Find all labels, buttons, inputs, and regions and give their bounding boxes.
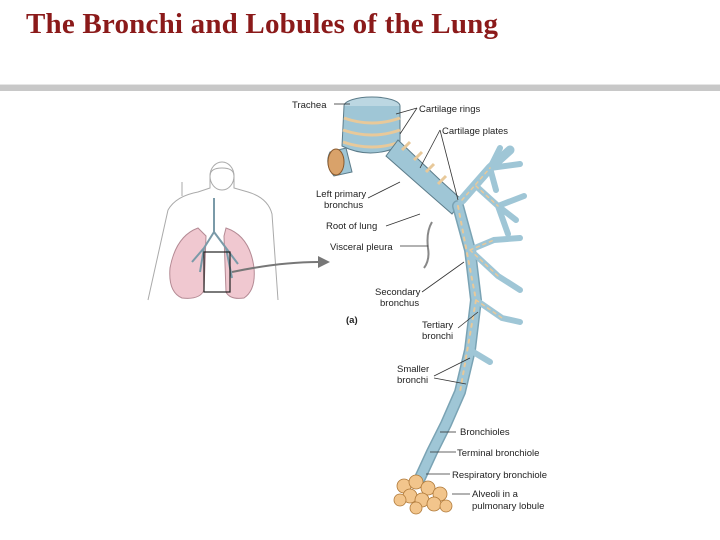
bronchial-tree bbox=[414, 145, 527, 484]
visceral-pleura bbox=[423, 221, 433, 269]
label-trachea: Trachea bbox=[292, 100, 327, 111]
zoom-arrow bbox=[231, 261, 319, 273]
label-cartilage-plates: Cartilage plates bbox=[442, 126, 508, 137]
trachea-illustration bbox=[341, 96, 401, 154]
label-tertiary-bronchi-1: Tertiary bbox=[422, 320, 453, 331]
label-smaller-bronchi-1: Smaller bbox=[397, 364, 429, 375]
torso-thumbnail bbox=[147, 161, 279, 301]
label-left-primary-bronchus-2: bronchus bbox=[324, 200, 363, 211]
primary-bronchus-illustration bbox=[327, 139, 463, 215]
label-respiratory-bronchiole: Respiratory bronchiole bbox=[452, 470, 547, 481]
title-divider bbox=[0, 84, 720, 91]
panel-letter: (a) bbox=[346, 315, 358, 326]
label-secondary-bronchus-1: Secondary bbox=[375, 287, 421, 298]
label-alveoli-1: Alveoli in a bbox=[472, 489, 519, 500]
label-secondary-bronchus-2: bronchus bbox=[380, 298, 419, 309]
label-tertiary-bronchi-2: bronchi bbox=[422, 331, 453, 342]
label-left-primary-bronchus-1: Left primary bbox=[316, 189, 366, 200]
right-lung-outline bbox=[169, 227, 207, 299]
label-bronchioles: Bronchioles bbox=[460, 427, 510, 438]
label-root-of-lung: Root of lung bbox=[326, 221, 377, 232]
slide-title: The Bronchi and Lobules of the Lung bbox=[26, 8, 499, 40]
label-terminal-bronchiole: Terminal bronchiole bbox=[457, 448, 539, 459]
alveoli-cluster bbox=[393, 474, 453, 515]
label-visceral-pleura: Visceral pleura bbox=[330, 242, 393, 253]
label-cartilage-rings: Cartilage rings bbox=[419, 104, 480, 115]
left-lung-outline bbox=[223, 227, 255, 299]
label-alveoli-2: pulmonary lobule bbox=[472, 501, 544, 512]
label-smaller-bronchi-2: bronchi bbox=[397, 375, 428, 386]
zoom-box bbox=[203, 251, 231, 293]
leader-lines bbox=[334, 103, 479, 495]
